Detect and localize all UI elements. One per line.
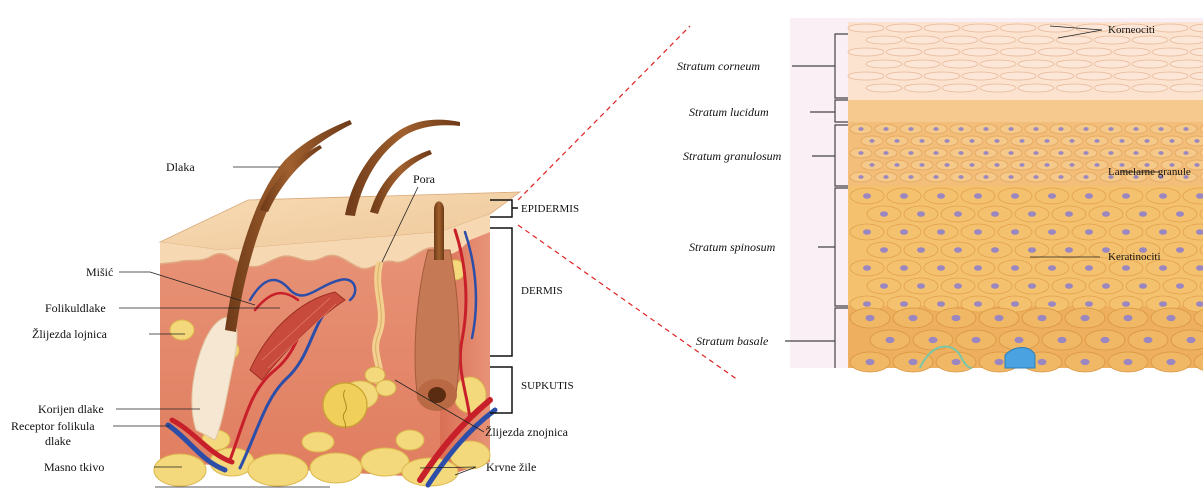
label-stratum-granulosum: Stratum granulosum <box>683 150 781 163</box>
label-korijen: Korijen dlake <box>38 403 104 416</box>
layer-brackets <box>490 200 518 413</box>
label-znojnica: Žlijezda znojnica <box>485 426 568 439</box>
label-dermis: DERMIS <box>521 285 563 298</box>
label-keratinociti: Keratinociti <box>1108 251 1161 264</box>
label-masno: Masno tkivo <box>44 461 104 474</box>
label-pora: Pora <box>413 173 435 186</box>
sweat-gland-coil <box>323 383 367 428</box>
label-stratum-corneum: Stratum corneum <box>677 60 760 73</box>
label-epidermis: EPIDERMIS <box>521 203 579 216</box>
label-krvne: Krvne žile <box>486 461 536 474</box>
label-receptor-1: Receptor folikula <box>11 420 95 433</box>
label-receptor-2: dlake <box>45 435 71 448</box>
label-stratum-basale: Stratum basale <box>696 335 768 348</box>
label-stratum-lucidum: Stratum lucidum <box>689 106 769 119</box>
label-dlaka: Dlaka <box>166 161 195 174</box>
label-lojnica: Žlijezda lojnica <box>32 328 107 341</box>
label-misic: Mišić <box>86 266 113 279</box>
label-folikul: Folikuldlake <box>45 302 106 315</box>
label-korneociti: Korneociti <box>1108 24 1155 37</box>
label-supkutis: SUPKUTIS <box>521 380 574 393</box>
label-lamelarne: Lamelarne granule <box>1108 166 1191 179</box>
label-stratum-spinosum: Stratum spinosum <box>689 241 775 254</box>
